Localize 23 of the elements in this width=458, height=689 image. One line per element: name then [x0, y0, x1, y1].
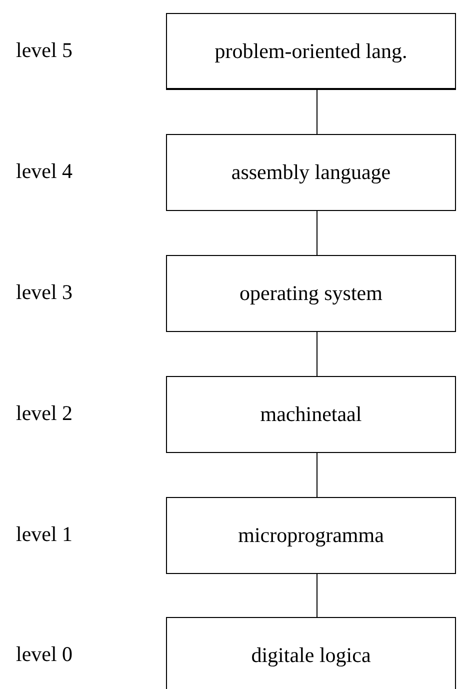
layer-box [166, 497, 456, 574]
level-label: level 3 [16, 280, 73, 305]
connector-line [316, 210, 318, 256]
connector-line [316, 332, 318, 376]
layer-box [166, 13, 456, 90]
layer-name: problem-oriented lang. [214, 38, 408, 64]
connector-line [316, 574, 318, 618]
level-label: level 0 [16, 642, 73, 667]
level-label: level 2 [16, 401, 73, 426]
layer-box [166, 376, 456, 453]
layer-name: operating system [240, 281, 382, 306]
level-label: level 5 [16, 38, 73, 63]
layer-box [166, 617, 456, 689]
layer-box [166, 255, 456, 332]
level-label: level 1 [16, 522, 73, 547]
connector-line [316, 90, 318, 134]
layer-name: assembly language [231, 160, 391, 185]
layer-name: digitale logica [251, 642, 371, 668]
connector-line [316, 452, 318, 498]
layer-name: microprogramma [238, 523, 384, 548]
layer-box [166, 134, 456, 211]
level-label: level 4 [16, 159, 73, 184]
layer-name: machinetaal [260, 402, 362, 427]
